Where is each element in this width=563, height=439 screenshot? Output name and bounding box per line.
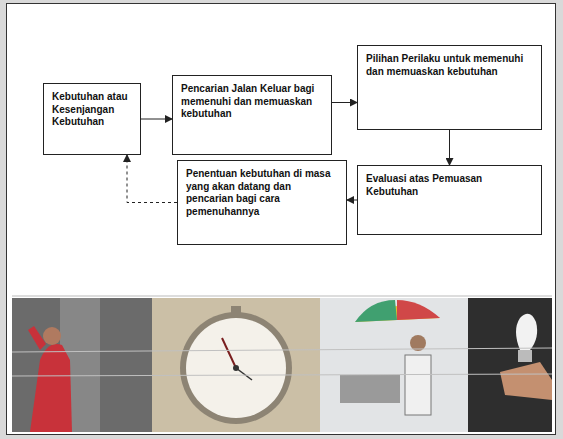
process-box: Kebutuhan atau Kesenjangan Kebutuhan bbox=[43, 83, 141, 155]
flow-arrow bbox=[141, 119, 172, 120]
box-text: Penentuan kebutuhan di masa yang akan da… bbox=[186, 168, 338, 218]
process-box: Pencarian Jalan Keluar bagi memenuhi dan… bbox=[172, 75, 332, 155]
process-box: Penentuan kebutuhan di masa yang akan da… bbox=[177, 160, 347, 245]
box-text: Evaluasi atas Pemuasan Kebutuhan bbox=[366, 173, 533, 198]
flow-arrow bbox=[449, 130, 450, 165]
flow-arrow bbox=[347, 200, 357, 201]
flow-arrow bbox=[332, 102, 357, 103]
box-text: Kebutuhan atau Kesenjangan Kebutuhan bbox=[52, 91, 132, 129]
flow-arrow bbox=[127, 155, 177, 203]
box-text: Pencarian Jalan Keluar bagi memenuhi dan… bbox=[181, 83, 323, 121]
process-box: Evaluasi atas Pemuasan Kebutuhan bbox=[357, 165, 542, 235]
process-box: Pilihan Perilaku untuk memenuhi dan memu… bbox=[357, 45, 542, 130]
box-text: Pilihan Perilaku untuk memenuhi dan memu… bbox=[366, 53, 533, 78]
